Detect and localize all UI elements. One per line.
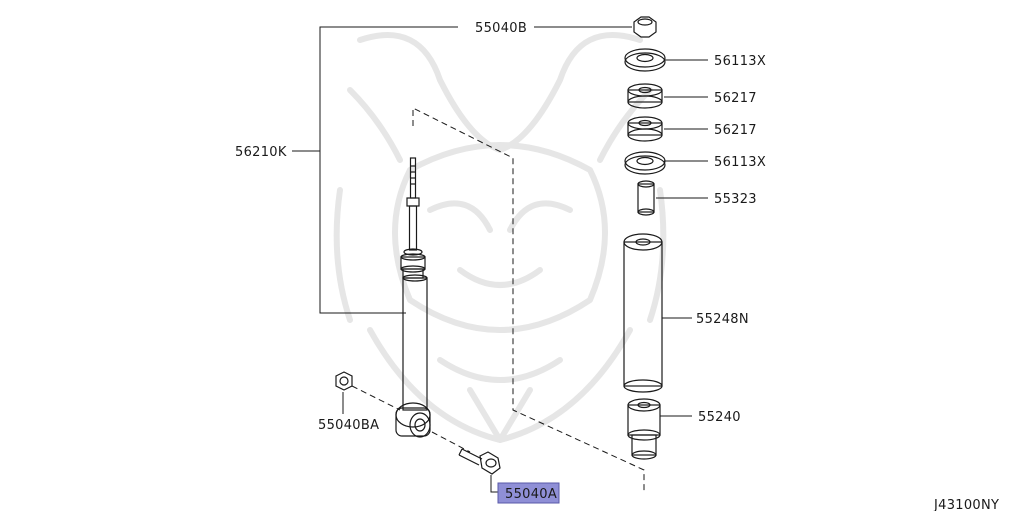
watermark-logo xyxy=(333,32,667,443)
label-56210K[interactable]: 56210K xyxy=(235,145,287,160)
label-56217-bottom[interactable]: 56217 xyxy=(714,123,757,138)
bushing-56217-top xyxy=(627,83,663,109)
label-56113X-bottom[interactable]: 56113X xyxy=(714,155,766,170)
label-55040A[interactable]: 55040A xyxy=(505,487,557,502)
washer-56113X-top xyxy=(624,48,666,72)
label-55040B[interactable]: 55040B xyxy=(475,21,527,36)
diagram-code: J43100NY xyxy=(933,498,999,511)
spacer-55323 xyxy=(637,180,655,216)
washer-56113X-bottom xyxy=(624,151,666,175)
label-55040BA[interactable]: 55040BA xyxy=(318,418,379,433)
label-55248N[interactable]: 55248N xyxy=(696,312,749,327)
leader-lines xyxy=(342,26,708,493)
shock-absorber xyxy=(395,157,431,438)
assembly-dashes xyxy=(351,107,645,492)
nut-55040B xyxy=(633,16,657,38)
bushing-56217-bottom xyxy=(627,116,663,142)
label-56217-top[interactable]: 56217 xyxy=(714,91,757,106)
bracket-56210K xyxy=(292,26,458,314)
bolt-55040A xyxy=(458,448,501,475)
nut-55040BA xyxy=(335,371,353,391)
label-55323[interactable]: 55323 xyxy=(714,192,757,207)
bound-bumper-55240 xyxy=(627,398,661,460)
label-55240[interactable]: 55240 xyxy=(698,410,741,425)
label-56113X-top[interactable]: 56113X xyxy=(714,54,766,69)
highlight-55040A xyxy=(497,482,560,504)
dust-cover-55248N xyxy=(623,233,663,393)
